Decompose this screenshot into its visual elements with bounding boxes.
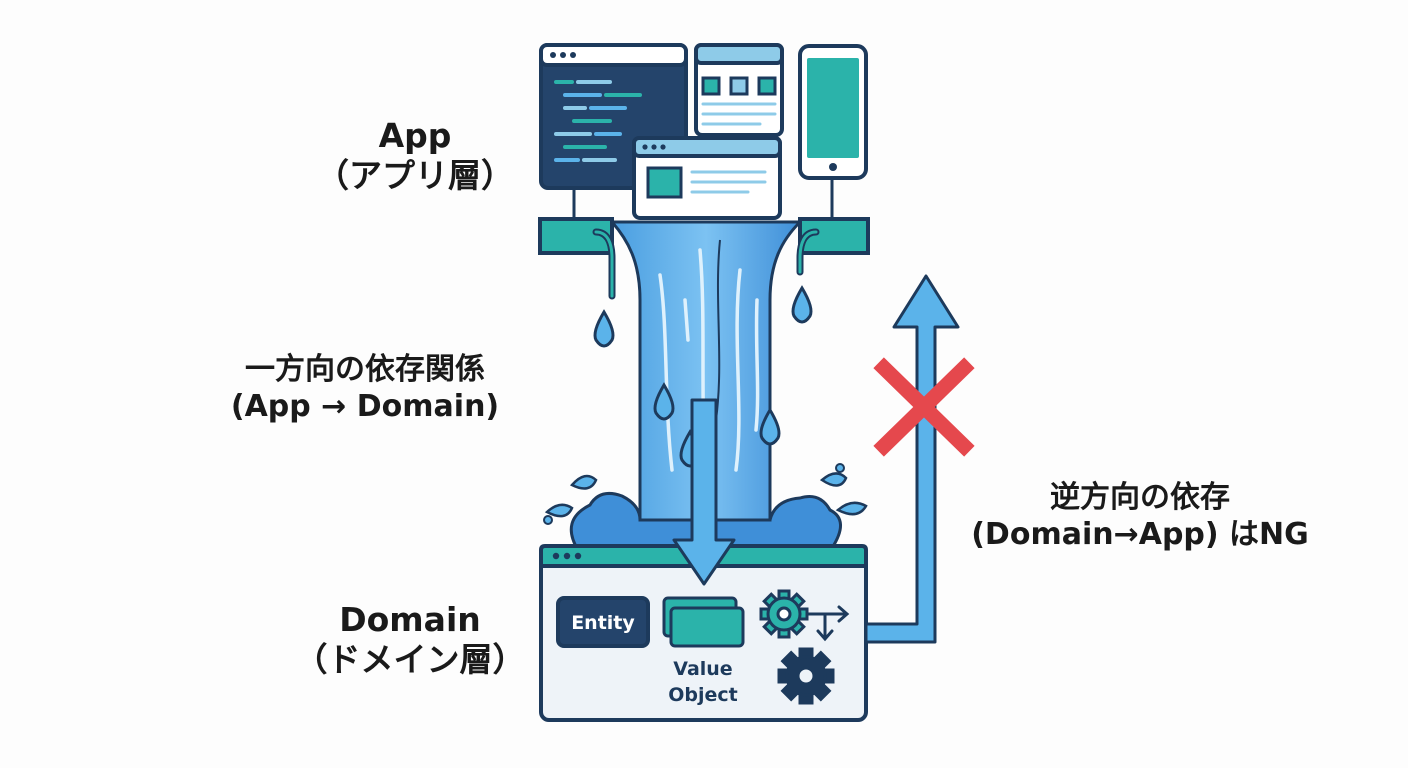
reverse-dependency-label: 逆方向の依存 (Domain→App) はNG bbox=[940, 480, 1340, 553]
faucet-bar bbox=[538, 217, 870, 300]
waterfall-icon bbox=[543, 220, 868, 552]
value-object-label-line2: Object bbox=[668, 684, 738, 706]
domain-title: Domain bbox=[339, 600, 481, 639]
value-object-icon bbox=[662, 596, 745, 648]
one-way-line2: (App → Domain) bbox=[230, 388, 500, 424]
down-arrow-icon bbox=[672, 398, 736, 586]
red-cross-icon bbox=[873, 357, 975, 457]
app-layer-label: App （アプリ層） bbox=[300, 116, 530, 197]
gear-icon bbox=[759, 589, 809, 639]
reverse-line1: 逆方向の依存 bbox=[1050, 480, 1230, 515]
reverse-line2: (Domain→App) はNG bbox=[971, 516, 1309, 552]
domain-subtitle: （ドメイン層） bbox=[294, 640, 526, 680]
gear-icon-2 bbox=[777, 647, 835, 705]
entity-label: Entity bbox=[571, 612, 635, 634]
domain-layer-label: Domain （ドメイン層） bbox=[290, 600, 530, 681]
one-way-dependency-label: 一方向の依存関係 (App → Domain) bbox=[200, 352, 530, 425]
web-page-window-icon bbox=[632, 136, 782, 220]
web-dashboard-window-icon bbox=[694, 43, 784, 137]
up-arrow-icon bbox=[864, 274, 960, 644]
app-subtitle: （アプリ層） bbox=[316, 156, 514, 196]
code-editor-window-icon bbox=[539, 43, 688, 190]
entity-box: Entity bbox=[556, 596, 650, 648]
one-way-line1: 一方向の依存関係 bbox=[245, 352, 485, 387]
smartphone-icon bbox=[798, 44, 868, 180]
value-object-label-line1: Value bbox=[673, 658, 732, 680]
app-title: App bbox=[378, 116, 452, 155]
flow-arrows-icon bbox=[806, 605, 850, 642]
